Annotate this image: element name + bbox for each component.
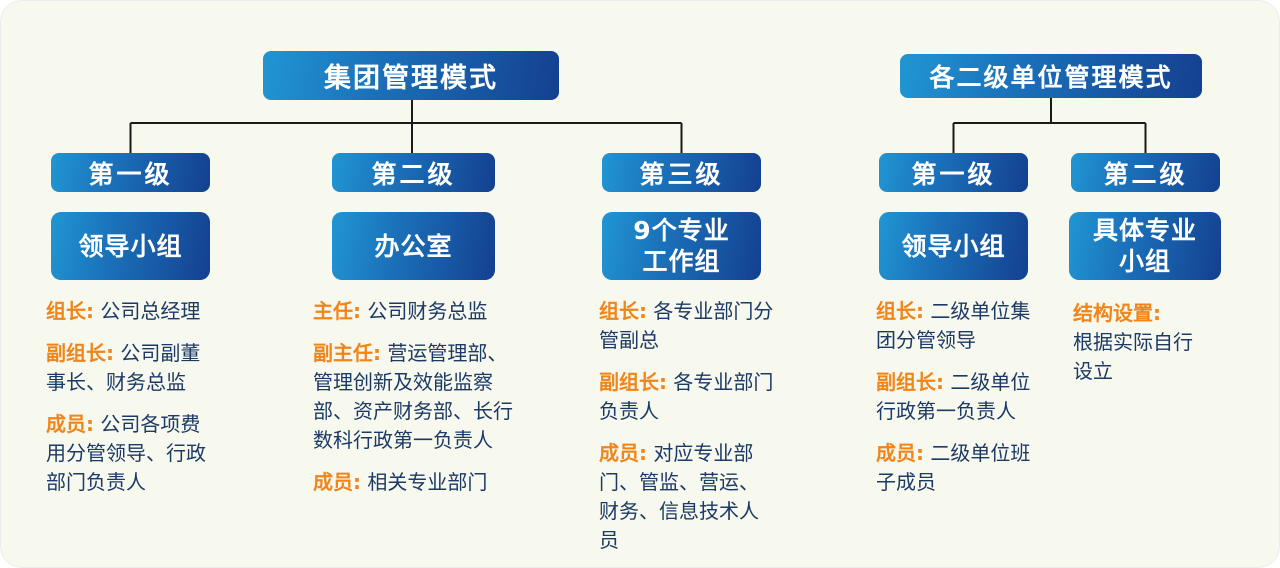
detail-label: 结构设置: — [1073, 301, 1161, 325]
left-group-box-2-label: 办公室 — [374, 231, 453, 261]
detail-text: 公司各项费用分管领导、行政部门负责人 — [46, 412, 206, 494]
detail-text: 营运管理部、管理创新及效能监察部、资产财务部、长行数科行政第一负责人 — [313, 341, 513, 452]
detail-label: 主任: — [313, 299, 361, 323]
left-detail-column-2: 主任: 公司财务总监 副主任: 营运管理部、管理创新及效能监察部、资产财务部、长… — [313, 297, 525, 510]
left-tree-title-label: 集团管理模式 — [324, 63, 498, 94]
detail-text: 公司财务总监 — [367, 299, 488, 323]
detail-label: 组长: — [46, 299, 94, 323]
detail-item: 组长: 公司总经理 — [46, 297, 218, 326]
detail-text: 二级单位行政第一负责人 — [876, 370, 1031, 423]
right-detail-column-2: 结构设置: 根据实际自行设立 — [1073, 299, 1205, 399]
detail-item: 成员: 二级单位班子成员 — [876, 439, 1034, 497]
right-tree-title: 各二级单位管理模式 — [900, 54, 1202, 98]
detail-item: 组长: 二级单位集团分管领导 — [876, 297, 1034, 355]
left-group-box-1-label: 领导小组 — [78, 231, 183, 261]
detail-item: 成员: 相关专业部门 — [313, 468, 525, 497]
detail-item: 结构设置: 根据实际自行设立 — [1073, 299, 1205, 386]
detail-text: 公司副董事长、财务总监 — [46, 341, 201, 394]
detail-label: 成员: — [599, 441, 647, 465]
detail-label: 副组长: — [876, 370, 944, 394]
detail-label: 副组长: — [46, 341, 114, 365]
left-tree-title: 集团管理模式 — [263, 51, 559, 100]
detail-item: 成员: 对应专业部门、管监、营运、财务、信息技术人员 — [599, 439, 775, 555]
detail-text: 二级单位集团分管领导 — [876, 299, 1031, 352]
right-tree-title-label: 各二级单位管理模式 — [929, 63, 1173, 92]
detail-label: 组长: — [599, 299, 647, 323]
right-detail-column-1: 组长: 二级单位集团分管领导 副组长: 二级单位行政第一负责人 成员: 二级单位… — [876, 297, 1034, 510]
detail-item: 副组长: 公司副董事长、财务总监 — [46, 339, 218, 397]
left-group-box-3: 9个专业 工作组 — [602, 212, 761, 280]
left-level-pill-1: 第一级 — [51, 153, 210, 192]
detail-text: 各专业部门分管副总 — [599, 299, 774, 352]
right-group-box-2-label: 具体专业 小组 — [1092, 216, 1197, 276]
detail-item: 主任: 公司财务总监 — [313, 297, 525, 326]
detail-label: 成员: — [46, 412, 94, 436]
detail-text: 根据实际自行设立 — [1073, 330, 1193, 383]
right-level-pill-1: 第一级 — [879, 153, 1028, 192]
left-level-pill-3-label: 第三级 — [639, 159, 724, 189]
left-group-box-2: 办公室 — [332, 212, 495, 280]
right-group-box-1-label: 领导小组 — [901, 231, 1006, 261]
detail-text: 对应专业部门、管监、营运、财务、信息技术人员 — [599, 441, 759, 552]
right-group-box-2: 具体专业 小组 — [1069, 212, 1221, 280]
detail-label: 副主任: — [313, 341, 381, 365]
right-level-pill-2-label: 第二级 — [1103, 159, 1188, 189]
detail-label: 副组长: — [599, 370, 667, 394]
left-group-box-1: 领导小组 — [51, 212, 210, 280]
detail-label: 成员: — [876, 441, 924, 465]
detail-item: 组长: 各专业部门分管副总 — [599, 297, 775, 355]
detail-text: 公司总经理 — [100, 299, 201, 323]
left-level-pill-1-label: 第一级 — [88, 159, 173, 189]
detail-text: 各专业部门负责人 — [599, 370, 774, 423]
detail-label: 组长: — [876, 299, 924, 323]
left-level-pill-2-label: 第二级 — [371, 159, 456, 189]
detail-item: 副组长: 各专业部门负责人 — [599, 368, 775, 426]
left-level-pill-3: 第三级 — [602, 153, 761, 192]
detail-label: 成员: — [313, 470, 361, 494]
detail-item: 成员: 公司各项费用分管领导、行政部门负责人 — [46, 410, 218, 497]
right-level-pill-1-label: 第一级 — [911, 159, 996, 189]
left-detail-column-1: 组长: 公司总经理 副组长: 公司副董事长、财务总监 成员: 公司各项费用分管领… — [46, 297, 218, 510]
right-group-box-1: 领导小组 — [879, 212, 1028, 280]
detail-item: 副主任: 营运管理部、管理创新及效能监察部、资产财务部、长行数科行政第一负责人 — [313, 339, 525, 455]
detail-text: 二级单位班子成员 — [876, 441, 1031, 494]
right-level-pill-2: 第二级 — [1071, 153, 1220, 192]
left-detail-column-3: 组长: 各专业部门分管副总 副组长: 各专业部门负责人 成员: 对应专业部门、管… — [599, 297, 775, 567]
detail-text: 相关专业部门 — [367, 470, 488, 494]
left-level-pill-2: 第二级 — [332, 153, 495, 192]
detail-item: 副组长: 二级单位行政第一负责人 — [876, 368, 1034, 426]
left-group-box-3-label: 9个专业 工作组 — [633, 216, 730, 276]
